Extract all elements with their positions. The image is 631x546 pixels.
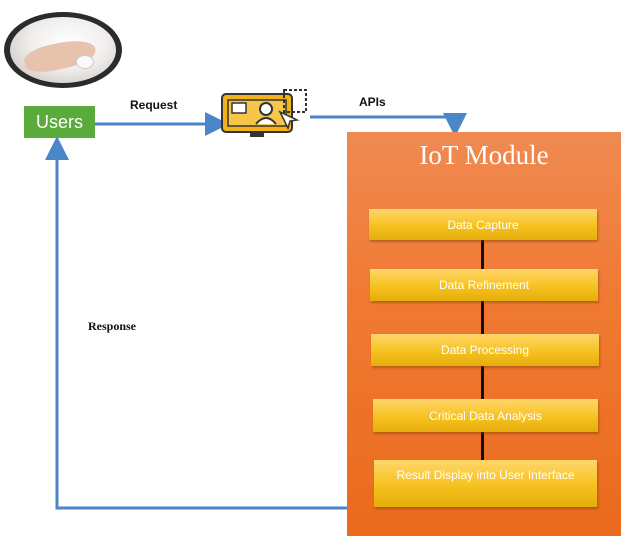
pulse-oximeter-image: [76, 55, 94, 69]
step-connector: [481, 366, 484, 399]
iot-module-title: IoT Module: [419, 140, 549, 170]
step-connector: [481, 301, 484, 334]
step-data-processing: Data Processing: [371, 334, 599, 366]
users-box: Users: [24, 106, 95, 138]
step-result-display: Result Display into User Interface: [374, 460, 597, 507]
step-data-refinement: Data Refinement: [370, 269, 598, 301]
monitor-user-icon: [221, 89, 307, 137]
response-label: Response: [88, 319, 137, 333]
apis-label: APIs: [359, 95, 386, 109]
response-arrow: [45, 136, 347, 510]
step-connector: [481, 432, 484, 460]
step-connector: [481, 240, 484, 269]
step-critical-data-analysis: Critical Data Analysis: [373, 399, 598, 432]
step-data-capture: Data Capture: [369, 209, 597, 240]
request-label: Request: [130, 98, 178, 112]
user-photo: [4, 12, 122, 88]
apis-arrow: [310, 113, 467, 137]
